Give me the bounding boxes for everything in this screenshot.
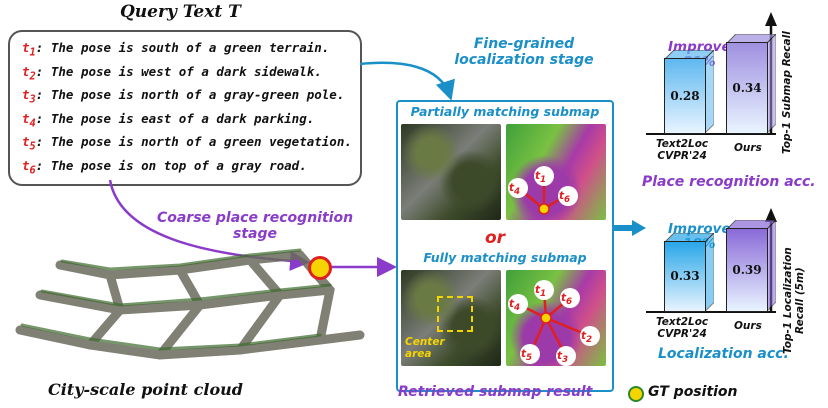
query-line: t5: The pose is north of a green vegetat… xyxy=(22,134,352,153)
chart1-cat2-label: Ours xyxy=(734,142,762,154)
retrieved-label: Retrieved submap result xyxy=(398,384,593,400)
gt-legend-label: GT position xyxy=(648,384,738,400)
city-label: City-scale point cloud xyxy=(48,380,243,399)
city-point-cloud xyxy=(15,248,365,360)
query-line: t4: The pose is east of a dark parking. xyxy=(22,110,315,130)
chart1-bar-text2loc-value: 0.28 xyxy=(664,57,706,134)
chart2-title: Localization acc. xyxy=(658,346,789,362)
query-line: t2: The pose is west of a dark sidewalk. xyxy=(22,63,322,83)
center-area-box xyxy=(437,296,473,332)
tag-t1-full: t1 xyxy=(535,284,547,300)
chart1-ylabel: Top-1 Submap Recall xyxy=(781,31,793,154)
tag-t4-full: t4 xyxy=(509,298,521,314)
tag-t1-partial: t1 xyxy=(535,170,547,186)
fine-arrow xyxy=(359,61,455,101)
query-line: t3: The pose is north of a gray-green po… xyxy=(22,87,345,106)
chart2-bar-ours-value: 0.39 xyxy=(726,228,768,312)
tag-t6-full: t6 xyxy=(561,292,573,308)
tag-t5-full: t5 xyxy=(521,348,533,364)
full-label: Fully matching submap xyxy=(423,250,587,265)
chart1-bar-ours: 0.34 xyxy=(726,34,776,134)
partial-semantic-panel: t4 t1 t6 xyxy=(506,124,606,220)
submap-box xyxy=(396,100,614,392)
chart1-title: Place recognition acc. xyxy=(642,174,816,190)
partial-pointcloud-panel xyxy=(401,124,501,220)
center-area-label: Center area xyxy=(405,336,445,360)
chart2-bar-ours: 0.39 xyxy=(726,220,776,312)
query-line: t6: The pose is on top of a gray road. xyxy=(22,157,307,177)
gt-legend-marker xyxy=(628,386,644,402)
gt-marker-map xyxy=(308,256,332,280)
full-semantic-panel: t4 t1 t6 t2 t5 t3 xyxy=(506,270,606,366)
chart2-bar-text2loc: 0.33 xyxy=(664,232,714,312)
tag-t2-full: t2 xyxy=(581,330,593,346)
chart2-bar-text2loc-value: 0.33 xyxy=(664,240,706,312)
partial-label: Partially matching submap xyxy=(410,104,600,119)
or-label: or xyxy=(485,228,506,248)
chart1-bar-text2loc: 0.28 xyxy=(664,49,714,134)
tag-t4-partial: t4 xyxy=(509,182,521,198)
query-line: t1: The pose is south of a green terrain… xyxy=(22,40,330,59)
chart1-bar-ours-value: 0.34 xyxy=(726,42,768,134)
coarse-stage-label: Coarse place recognition stage xyxy=(156,210,354,242)
full-pointcloud-panel: Center area xyxy=(401,270,501,366)
tag-t6-partial: t6 xyxy=(559,190,571,206)
tag-t3-full: t3 xyxy=(557,350,569,366)
query-text-box: t1: The pose is south of a green terrain… xyxy=(8,30,362,186)
chart2-cat2-label: Ours xyxy=(734,320,762,332)
fine-stage-label: Fine-grained localization stage xyxy=(454,36,594,68)
query-title: Query Text T xyxy=(120,2,241,22)
